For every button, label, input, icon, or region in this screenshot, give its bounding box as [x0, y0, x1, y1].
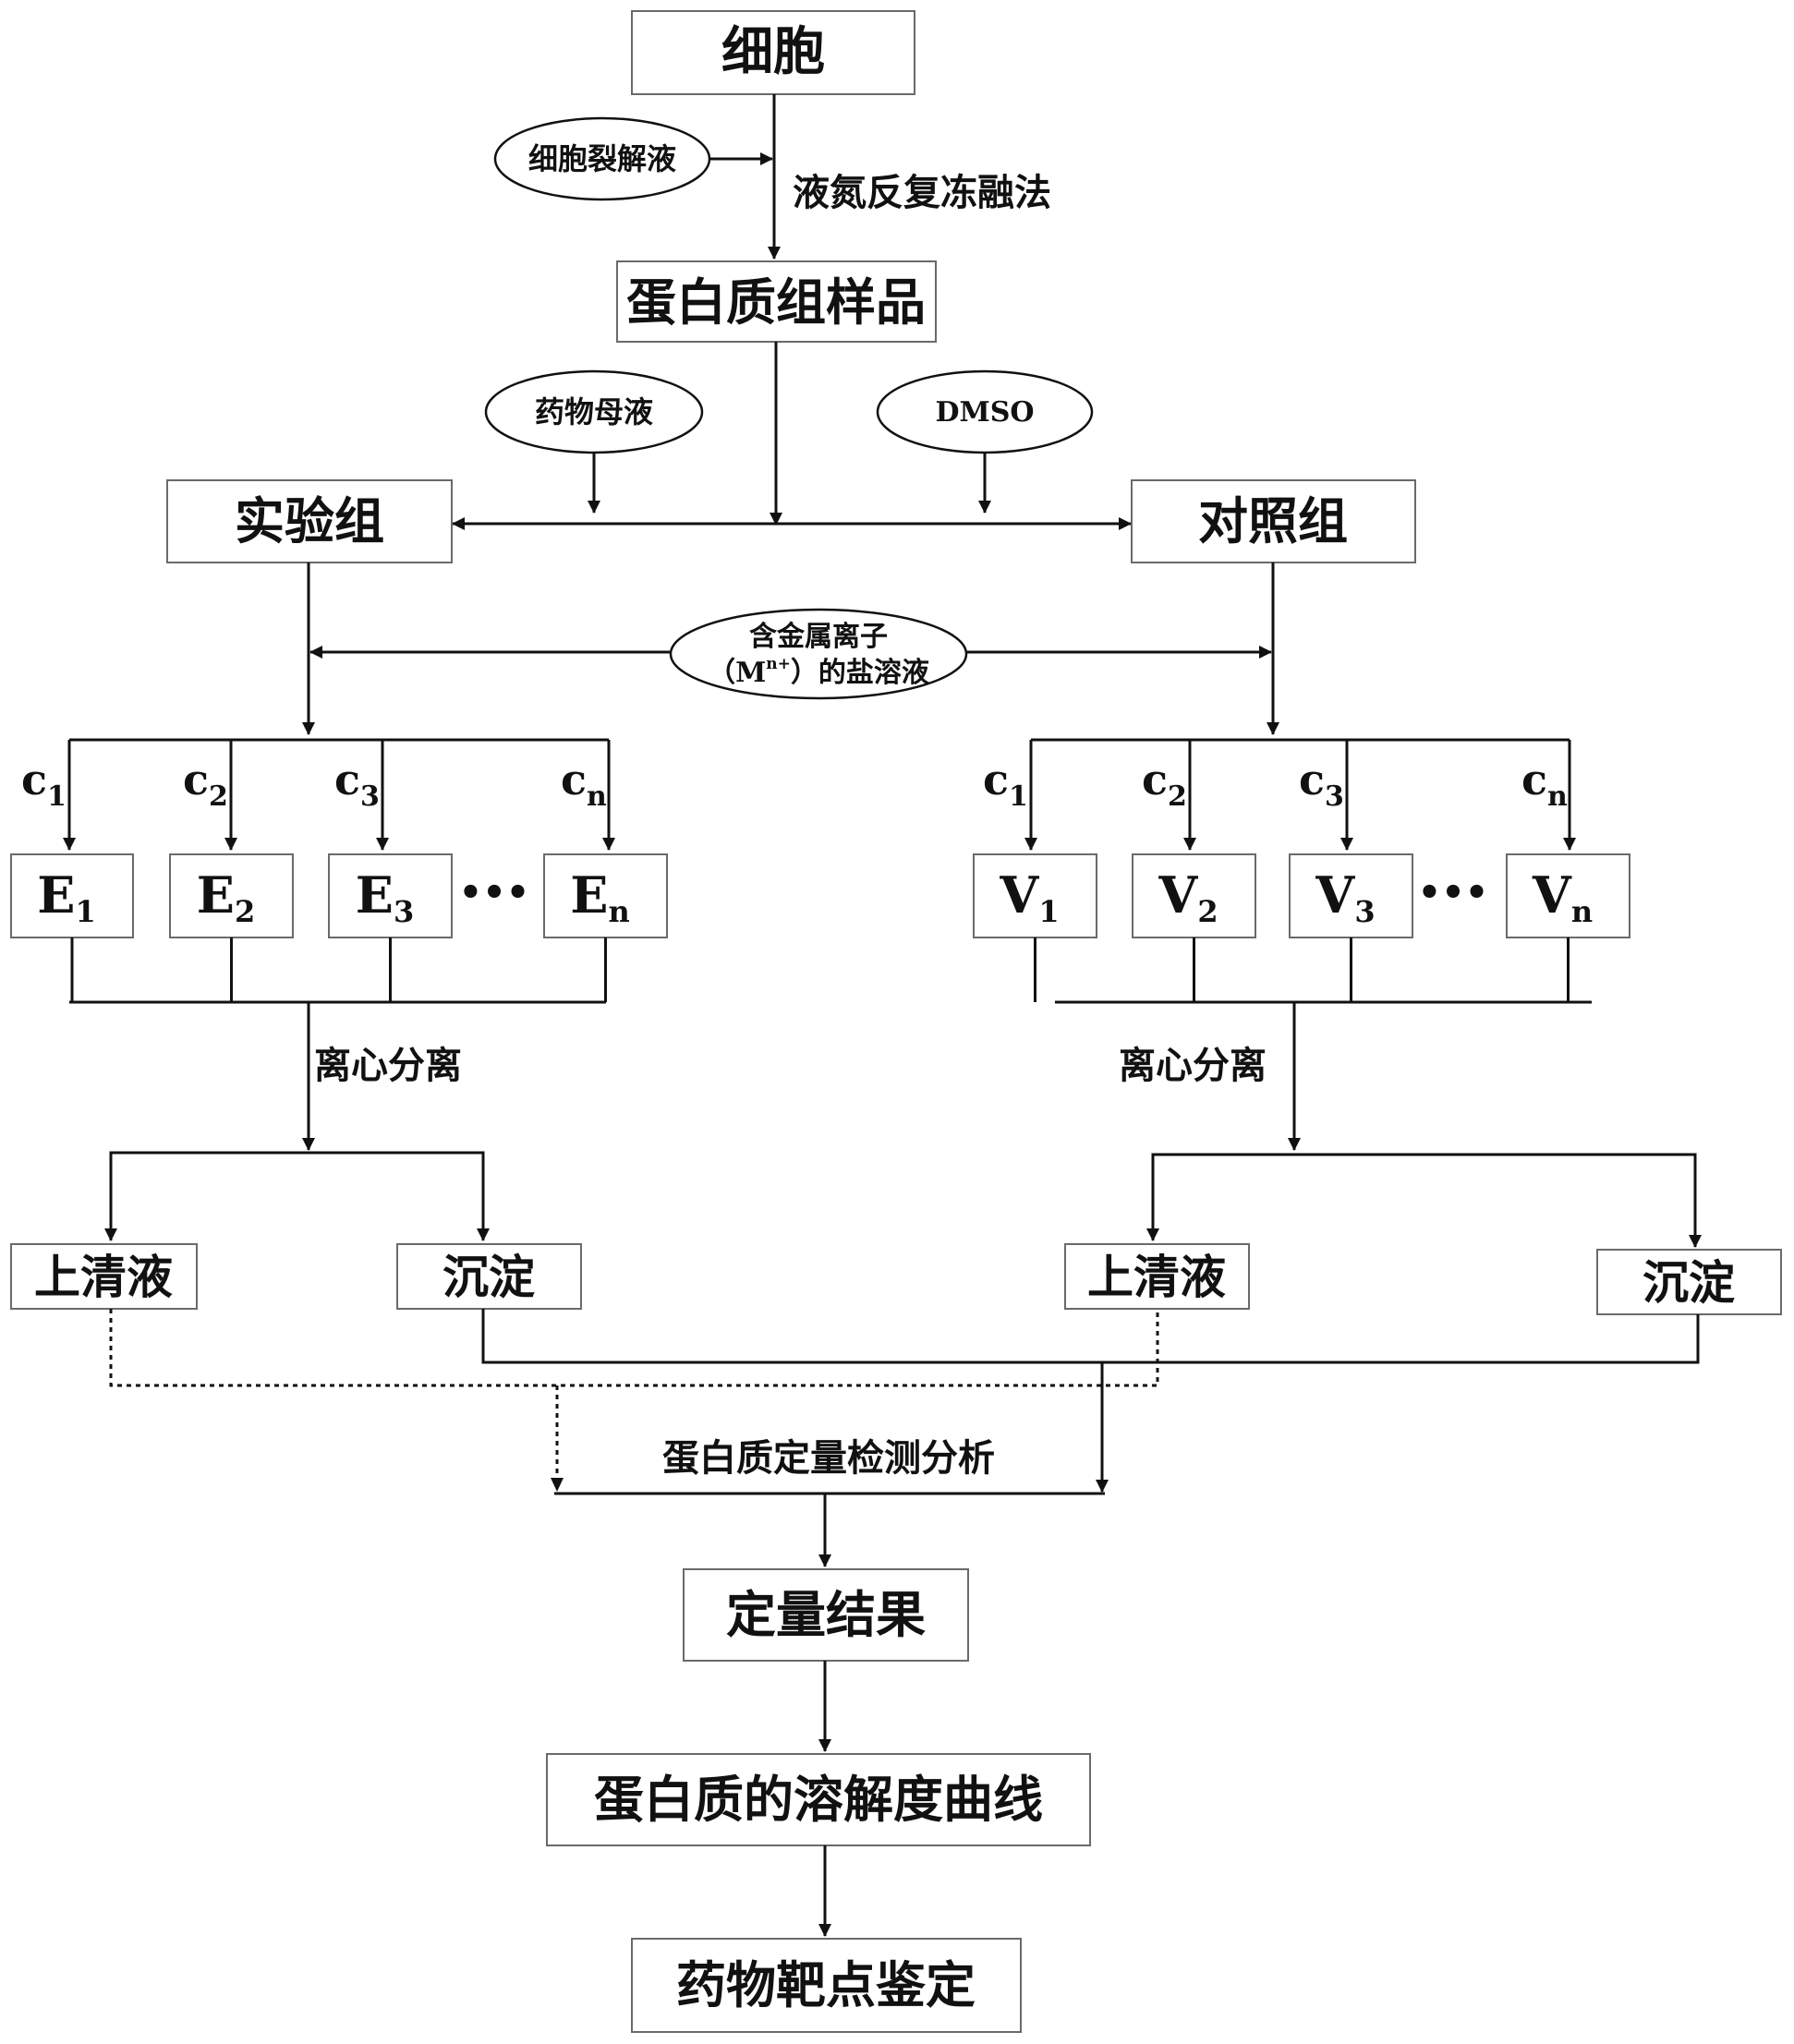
ctrl-tube-box [1506, 853, 1630, 938]
proteome-sample-label: 蛋白质组样品 [626, 272, 926, 332]
freeze-thaw-label: 液氮反复冻融法 [793, 171, 1051, 214]
ctrl-tube-label: V2 [1158, 865, 1218, 929]
ctrl-tube-box [1289, 853, 1413, 938]
solubility-curve-label: 蛋白质的溶解度曲线 [594, 1770, 1043, 1829]
salt-sup: n+ [766, 655, 791, 673]
centrifuge-left-label: 离心分离 [314, 1044, 462, 1087]
salt-solution-line2: （Mn+）的盐溶液 [708, 655, 929, 689]
target-identification-label: 药物靶点鉴定 [676, 1955, 976, 2014]
exp-tube-label: E1 [37, 865, 95, 929]
ctrl-ellipsis: ••• [1418, 871, 1489, 914]
ctrl-merge-lines [1034, 937, 1570, 1002]
exp-tube-box [10, 853, 134, 938]
supernatant-right-box [1064, 1243, 1250, 1310]
precipitate-left-label: 沉淀 [442, 1250, 535, 1304]
exp-ellipsis: ••• [459, 871, 530, 914]
salt-solution-oval [669, 608, 968, 700]
centrifuge-right-label: 离心分离 [1119, 1044, 1267, 1087]
exp-concentration-label: cn [561, 755, 607, 813]
ctrl-concentration-label: c1 [983, 755, 1028, 813]
supernatant-left-box [10, 1243, 198, 1310]
ctrl-concentration-label: c2 [1142, 755, 1187, 813]
quant-analysis-label: 蛋白质定量检测分析 [662, 1436, 995, 1480]
ctrl-concentration-label: cn [1521, 755, 1568, 813]
exp-tube-box [328, 853, 453, 938]
supernatant-merge-line [109, 1309, 1159, 1387]
control-group-label: 对照组 [1198, 491, 1348, 550]
ctrl-tube-box [973, 853, 1097, 938]
target-identification-box [631, 1938, 1022, 2033]
exp-tube-label: En [570, 865, 629, 929]
precipitate-left-box [396, 1243, 582, 1310]
ctrl-split-lines [1151, 1153, 1697, 1247]
cells-label: 细胞 [721, 21, 825, 82]
precipitate-merge-line [481, 1309, 1700, 1364]
salt-open: （M [708, 657, 766, 689]
precipitate-right-label: 沉淀 [1642, 1255, 1735, 1310]
control-group-box [1131, 479, 1416, 563]
solubility-curve-box [546, 1753, 1091, 1846]
exp-concentration-labels: c1 c2 c3 cn [21, 755, 607, 813]
quant-result-label: 定量结果 [726, 1585, 926, 1644]
ctrl-concentration-labels: c1 c2 c3 cn [983, 755, 1568, 813]
supernatant-right-label: 上清液 [1087, 1250, 1226, 1304]
ctrl-concentration-label: c3 [1299, 755, 1344, 813]
supernatant-left-label: 上清液 [34, 1250, 173, 1304]
dmso-label: DMSO [935, 396, 1034, 429]
exp-tube-box [169, 853, 294, 938]
ctrl-tube-label: V3 [1315, 865, 1375, 929]
exp-tubes: E1 E2 E3 En [10, 853, 668, 938]
exp-concentration-label: c2 [183, 755, 228, 813]
exp-split-lines [109, 1151, 485, 1240]
exp-fan-arrows [63, 740, 615, 851]
cells-box [631, 10, 915, 95]
exp-tube-box [543, 853, 668, 938]
drug-stock-label: 药物母液 [535, 394, 653, 429]
ctrl-tubes: V1 V2 V3 Vn [973, 853, 1630, 938]
salt-close: ）的盐溶液 [791, 657, 929, 689]
ctrl-tube-label: Vn [1532, 865, 1593, 929]
experimental-group-label: 实验组 [235, 491, 384, 550]
exp-tube-label: E3 [356, 865, 414, 929]
ctrl-tube-box [1132, 853, 1256, 938]
exp-concentration-label: c3 [334, 755, 380, 813]
ctrl-fan-arrows [1024, 740, 1576, 851]
salt-solution-line1: 含金属离子 [749, 621, 888, 653]
precipitate-right-box [1596, 1249, 1782, 1315]
experimental-group-box [166, 479, 453, 563]
ctrl-tube-label: V1 [999, 865, 1059, 929]
lysis-buffer-label: 细胞裂解液 [528, 141, 676, 176]
exp-merge-lines [70, 937, 607, 1002]
exp-concentration-label: c1 [21, 755, 67, 813]
exp-tube-label: E2 [197, 865, 255, 929]
supernatant-arrowhead [551, 1478, 564, 1492]
